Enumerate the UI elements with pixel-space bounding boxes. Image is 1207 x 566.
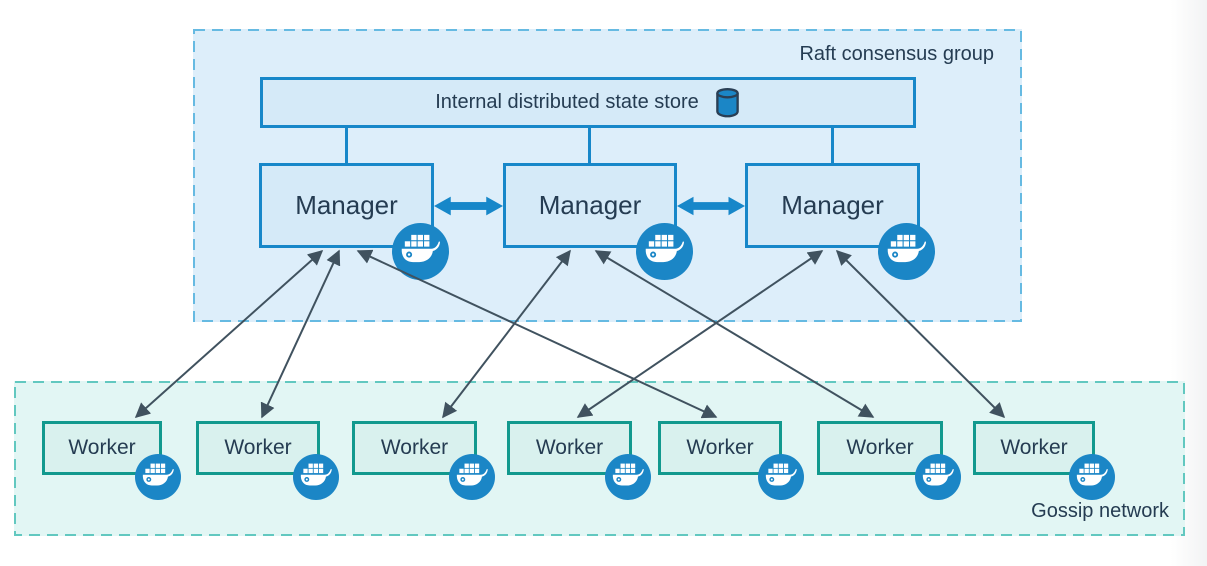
worker-label: Worker [686, 436, 754, 459]
manager-label: Manager [538, 190, 642, 220]
manager-box-3: Manager [745, 163, 920, 248]
store-manager3-connector [831, 128, 834, 163]
state-store-label: Internal distributed state store [435, 91, 699, 113]
worker-label: Worker [535, 436, 604, 459]
database-cylinder-icon [714, 86, 741, 119]
worker-label: Worker [380, 436, 449, 459]
manager-box-1: Manager [259, 163, 434, 248]
worker-label: Worker [846, 436, 914, 459]
worker-box-1: Worker [42, 421, 162, 475]
manager-label: Manager [295, 190, 398, 220]
worker-label: Worker [1000, 436, 1068, 459]
store-manager2-connector [588, 128, 591, 163]
worker-box-2: Worker [196, 421, 320, 475]
worker-label: Worker [68, 436, 136, 459]
worker-box-6: Worker [817, 421, 943, 475]
worker-label: Worker [224, 436, 292, 459]
worker-box-4: Worker [507, 421, 632, 475]
manager2-manager3-arrow [677, 191, 745, 221]
manager-label: Manager [781, 190, 884, 220]
raft-group-label: Raft consensus group [799, 43, 994, 65]
worker-box-3: Worker [352, 421, 477, 475]
manager1-manager2-arrow [434, 191, 503, 221]
manager-box-2: Manager [503, 163, 677, 248]
worker-box-7: Worker [973, 421, 1095, 475]
state-store-box: Internal distributed state store [260, 77, 916, 128]
worker-box-5: Worker [658, 421, 782, 475]
store-manager1-connector [345, 128, 348, 163]
gossip-network-label: Gossip network [1031, 500, 1169, 522]
